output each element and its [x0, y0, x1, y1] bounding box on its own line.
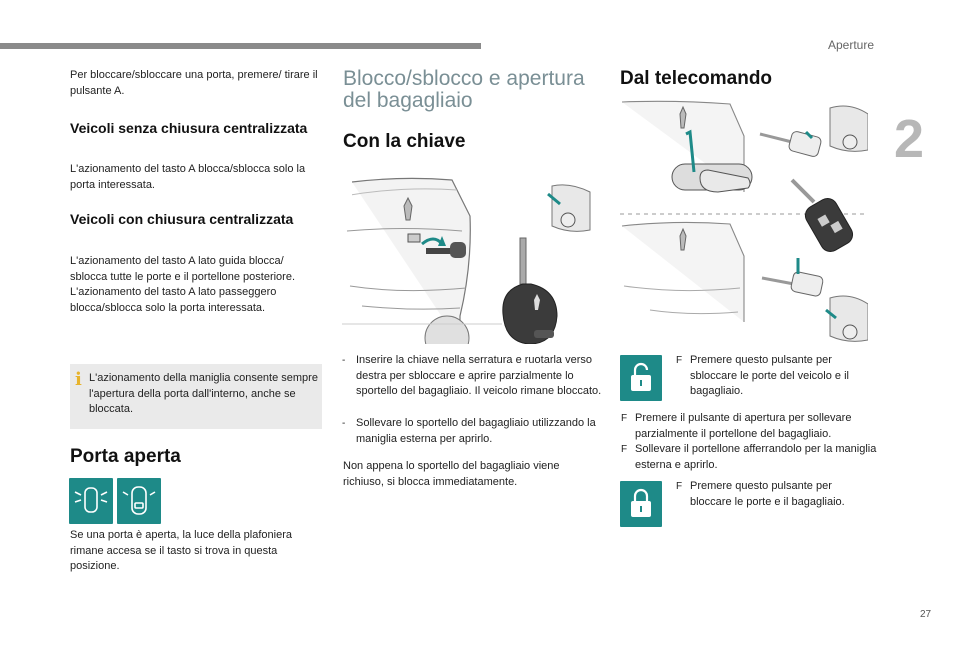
heading-remote-control: Dal telecomando	[620, 68, 773, 89]
bullet-f-mark: F	[621, 413, 628, 424]
trunk-key-illustration	[342, 176, 592, 344]
lock-instruction: F Premere questo pulsante per bloccare l…	[676, 479, 876, 510]
trunk-section-title: Blocco/sblocco e apertura del bagagliaio	[343, 67, 585, 112]
key-closing-text: Non appena lo sportello del bagagliaio v…	[343, 460, 560, 488]
lock-icon	[631, 488, 651, 517]
chapter-number: 2	[894, 109, 925, 169]
intro-text: Per bloccare/sbloccare una porta, premer…	[70, 69, 318, 97]
key-step-2: - Sollevare lo sportello del bagagliaio …	[342, 416, 604, 447]
remote-control-illustration	[620, 100, 868, 346]
remote-step-1: F Premere il pulsante di apertura per so…	[621, 411, 883, 442]
text-no-central-locking: L'azionamento del tasto A blocca/sblocca…	[70, 163, 306, 191]
lock-button-tile	[620, 481, 662, 527]
heading-central-locking: Veicoli con chiusura centralizzata	[70, 211, 294, 227]
text-door-open: Se una porta è aperta, la luce della pla…	[70, 529, 292, 572]
heading-with-key: Con la chiave	[343, 131, 466, 152]
heading-no-central-locking: Veicoli senza chiusura centralizzata	[70, 120, 308, 136]
key-step-2-text: Sollevare lo sportello del bagagliaio ut…	[356, 417, 596, 445]
header-bar	[0, 43, 481, 49]
info-icon: i	[75, 369, 82, 390]
key-step-1: - Inserire la chiave nella serratura e r…	[342, 353, 604, 400]
dash-mark: -	[342, 355, 346, 366]
text-central-locking: L'azionamento del tasto A lato guida blo…	[70, 255, 296, 314]
bullet-f-mark: F	[676, 355, 683, 366]
door-switch-tile-1	[69, 478, 113, 524]
remote-step-2-text: Sollevare il portellone afferrandolo per…	[635, 443, 877, 471]
door-switch-tile-2	[117, 478, 161, 524]
unlock-icon	[631, 362, 651, 391]
unlock-button-tile	[620, 355, 662, 401]
section-name: Aperture	[828, 38, 875, 52]
remote-step-2: F Sollevare il portellone afferrandolo p…	[621, 442, 883, 473]
unlock-instruction-text: Premere questo pulsante per sbloccare le…	[690, 354, 849, 397]
heading-door-open: Porta aperta	[70, 446, 181, 467]
info-note: i L'azionamento della maniglia consente …	[70, 364, 322, 429]
bullet-f-mark: F	[621, 444, 628, 455]
remote-step-1-text: Premere il pulsante di apertura per soll…	[635, 412, 852, 440]
key-step-1-text: Inserire la chiave nella serratura e ruo…	[356, 354, 602, 397]
dash-mark: -	[342, 418, 346, 429]
lock-instruction-text: Premere questo pulsante per bloccare le …	[690, 480, 845, 508]
bullet-f-mark: F	[676, 481, 683, 492]
door-light-icon	[74, 487, 108, 513]
unlock-instruction: F Premere questo pulsante per sbloccare …	[676, 353, 876, 400]
info-note-text: L'azionamento della maniglia consente se…	[89, 372, 318, 415]
page-number: 27	[920, 609, 932, 620]
door-light-off-icon	[122, 486, 156, 515]
